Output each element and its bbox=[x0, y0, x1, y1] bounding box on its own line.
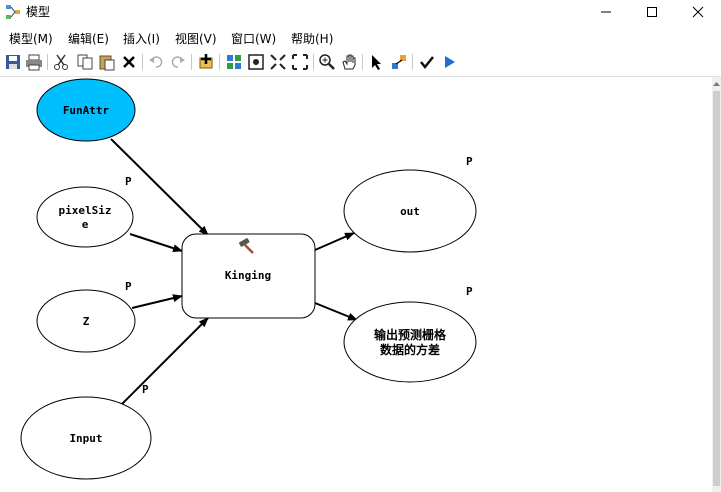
node-variance-output[interactable]: 输出预测栅格 数据的方差 P bbox=[343, 285, 477, 383]
connector-kinging-out[interactable] bbox=[314, 232, 355, 251]
node-label: 输出预测栅格 bbox=[374, 327, 447, 342]
pan-icon[interactable] bbox=[340, 53, 358, 71]
redo-icon[interactable] bbox=[169, 53, 187, 71]
auto-layout-icon[interactable] bbox=[225, 53, 243, 71]
param-marker: P bbox=[466, 155, 473, 168]
toolbar-separator bbox=[362, 54, 363, 70]
window-title: 模型 bbox=[26, 5, 51, 19]
connector-input-kinging[interactable] bbox=[121, 317, 209, 405]
print-icon[interactable] bbox=[25, 53, 43, 71]
copy-icon[interactable] bbox=[76, 53, 94, 71]
model-icon bbox=[6, 5, 20, 19]
menu-help[interactable]: 帮助(H) bbox=[291, 32, 334, 46]
param-marker: P bbox=[125, 280, 132, 293]
param-marker: P bbox=[142, 383, 149, 396]
node-out[interactable]: out P bbox=[343, 155, 477, 253]
menu-edit[interactable]: 编辑(E) bbox=[68, 32, 109, 46]
full-extent-icon[interactable] bbox=[247, 53, 265, 71]
node-label: Z bbox=[83, 315, 90, 328]
vertical-scrollbar[interactable] bbox=[712, 77, 721, 492]
undo-icon[interactable] bbox=[147, 53, 165, 71]
node-label: e bbox=[82, 218, 89, 231]
menu-window[interactable]: 窗口(W) bbox=[231, 32, 277, 46]
maximize-button[interactable] bbox=[629, 0, 675, 24]
zoom-in-icon[interactable] bbox=[318, 53, 336, 71]
run-icon[interactable] bbox=[440, 53, 458, 71]
close-button[interactable] bbox=[675, 0, 721, 24]
model-canvas[interactable]: FunAttr P pixelSiz e P Z P Input P bbox=[0, 77, 712, 492]
toolbar-separator bbox=[219, 54, 220, 70]
node-funattr[interactable]: FunAttr P bbox=[36, 77, 136, 142]
connector-pixelsize-kinging[interactable] bbox=[129, 233, 183, 253]
delete-icon[interactable] bbox=[120, 53, 138, 71]
save-icon[interactable] bbox=[4, 53, 22, 71]
connector-kinging-variance[interactable] bbox=[314, 302, 358, 321]
select-icon[interactable] bbox=[368, 53, 386, 71]
toolbar-separator bbox=[191, 54, 192, 70]
node-pixelsize[interactable]: pixelSiz e P bbox=[36, 175, 134, 248]
node-label: Input bbox=[69, 432, 102, 445]
toolbar-separator bbox=[47, 54, 48, 70]
hammer-icon bbox=[239, 238, 254, 254]
minimize-icon bbox=[601, 11, 611, 13]
model-diagram: FunAttr P pixelSiz e P Z P Input P bbox=[20, 77, 477, 480]
toolbar-separator bbox=[313, 54, 314, 70]
menu-insert[interactable]: 插入(I) bbox=[123, 32, 160, 46]
node-label: FunAttr bbox=[63, 104, 110, 117]
menu-bar: 模型(M) 编辑(E) 插入(I) 视图(V) 窗口(W) 帮助(H) bbox=[0, 26, 721, 48]
close-icon bbox=[692, 6, 704, 18]
paste-icon[interactable] bbox=[98, 53, 116, 71]
minimize-button[interactable] bbox=[583, 0, 629, 24]
fixed-zoom-in-icon[interactable] bbox=[269, 53, 287, 71]
menu-view[interactable]: 视图(V) bbox=[175, 32, 217, 46]
node-input[interactable]: Input P bbox=[20, 383, 152, 480]
scroll-thumb[interactable] bbox=[713, 91, 720, 486]
node-kinging-tool[interactable]: Kinging bbox=[181, 233, 316, 319]
node-label: Kinging bbox=[225, 269, 271, 282]
validate-icon[interactable] bbox=[418, 53, 436, 71]
node-label: out bbox=[400, 205, 420, 218]
fixed-zoom-out-icon[interactable] bbox=[291, 53, 309, 71]
maximize-icon bbox=[647, 7, 657, 17]
node-label: pixelSiz bbox=[59, 204, 112, 217]
connector-funattr-kinging[interactable] bbox=[110, 138, 209, 236]
node-z[interactable]: Z P bbox=[36, 280, 136, 353]
param-marker: P bbox=[124, 77, 131, 80]
cut-icon[interactable] bbox=[52, 53, 70, 71]
connector-z-kinging[interactable] bbox=[131, 294, 183, 309]
param-marker: P bbox=[466, 285, 473, 298]
param-marker: P bbox=[125, 175, 132, 188]
toolbar-separator bbox=[412, 54, 413, 70]
connect-icon[interactable] bbox=[390, 53, 408, 71]
toolbar bbox=[0, 49, 721, 77]
title-bar: 模型 bbox=[0, 0, 721, 24]
node-label: 数据的方差 bbox=[380, 342, 440, 357]
scroll-up-icon[interactable] bbox=[712, 79, 721, 89]
toolbar-separator bbox=[142, 54, 143, 70]
menu-model[interactable]: 模型(M) bbox=[9, 32, 53, 46]
add-data-icon[interactable] bbox=[197, 53, 215, 71]
